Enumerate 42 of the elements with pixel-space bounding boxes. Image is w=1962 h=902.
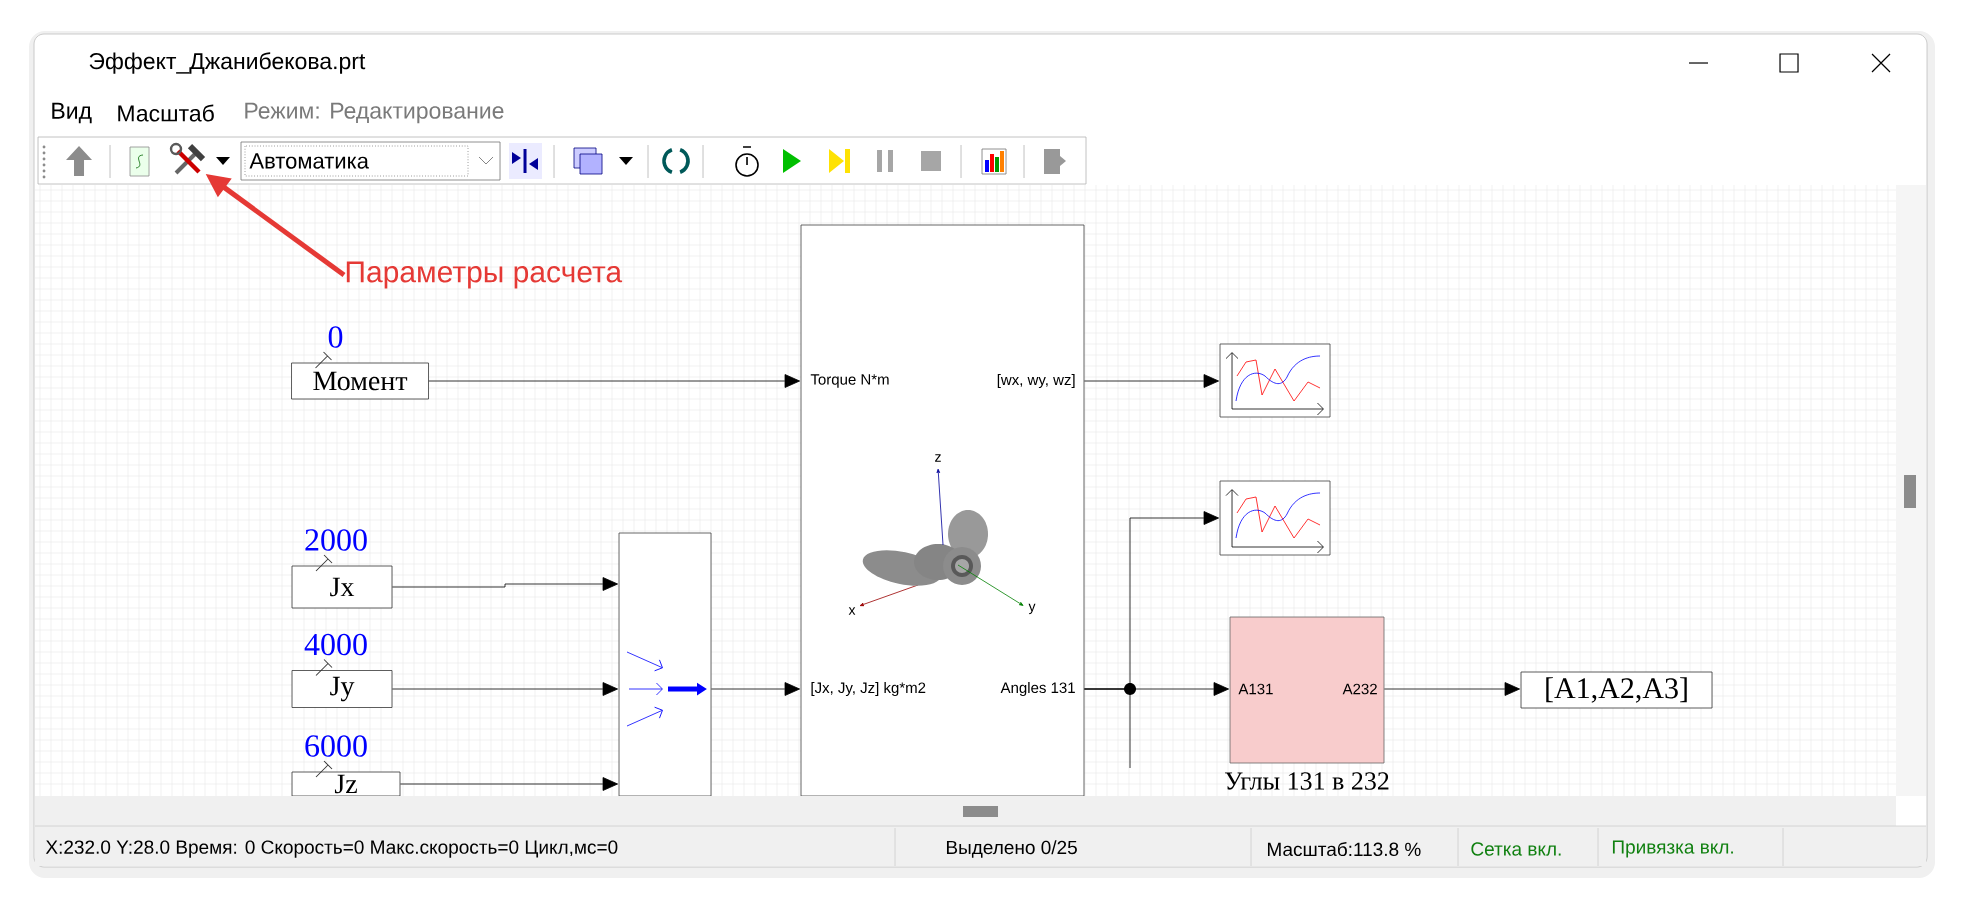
mode-text: Режим: Редактирование xyxy=(245,102,504,124)
port-label: A232 xyxy=(1342,683,1377,695)
port-label: Torque N*m xyxy=(810,374,889,388)
status-text: Выделено 0/25 xyxy=(947,840,1077,858)
constant-block: Jx xyxy=(291,554,393,609)
annotation-text: Параметры расчета xyxy=(346,261,623,289)
arrow xyxy=(1084,374,1219,388)
status-text: Сетка вкл. xyxy=(1471,842,1561,856)
status-text: X:232.0 Y:28.0 Время: 0 Скорость=0 Макс.скорость=0 Цикл,мс=0 xyxy=(45,840,618,858)
arrow xyxy=(392,682,618,696)
constant-block: Jz xyxy=(291,760,401,797)
port-label: Angles 131 xyxy=(1000,682,1075,696)
arrow xyxy=(1384,682,1520,696)
axis-label: z xyxy=(935,454,941,462)
value-label: 6000 xyxy=(305,735,367,757)
constant-block: Момент xyxy=(291,351,429,400)
window-title: Эффект_Джанибекова.prt xyxy=(89,52,366,74)
constant-block: Jy xyxy=(291,659,393,708)
value-label: 2000 xyxy=(305,529,367,551)
status-text: Масштаб:113.8 % xyxy=(1268,841,1421,857)
menu-item: Масштаб xyxy=(118,104,214,122)
menu-item: Вид xyxy=(52,102,92,124)
axis-label: y xyxy=(1028,603,1036,615)
value-label: 0 xyxy=(328,326,343,348)
axis-label: x xyxy=(848,607,856,615)
value-label: 4000 xyxy=(304,633,367,656)
port-label: A131 xyxy=(1238,683,1273,695)
tools-icon xyxy=(169,142,206,175)
plot-block xyxy=(1219,343,1331,418)
arrow xyxy=(428,374,800,388)
arrow xyxy=(711,682,800,696)
status-text: Привязка вкл. xyxy=(1612,840,1733,858)
output-block: [A1,A2,A3] xyxy=(1520,671,1713,709)
arrow xyxy=(400,777,618,791)
connector-line xyxy=(1084,688,1131,769)
block-caption: Углы 131 в 232 xyxy=(1225,772,1389,790)
port-label: [Jx, Jy, Jz] kg*m2 xyxy=(811,682,926,696)
combo-box: Автоматика xyxy=(240,141,501,181)
mux-block xyxy=(618,532,712,797)
arrow xyxy=(392,577,618,591)
plot-block xyxy=(1219,480,1331,556)
port-label: [wx, wy, wz] xyxy=(997,374,1075,388)
